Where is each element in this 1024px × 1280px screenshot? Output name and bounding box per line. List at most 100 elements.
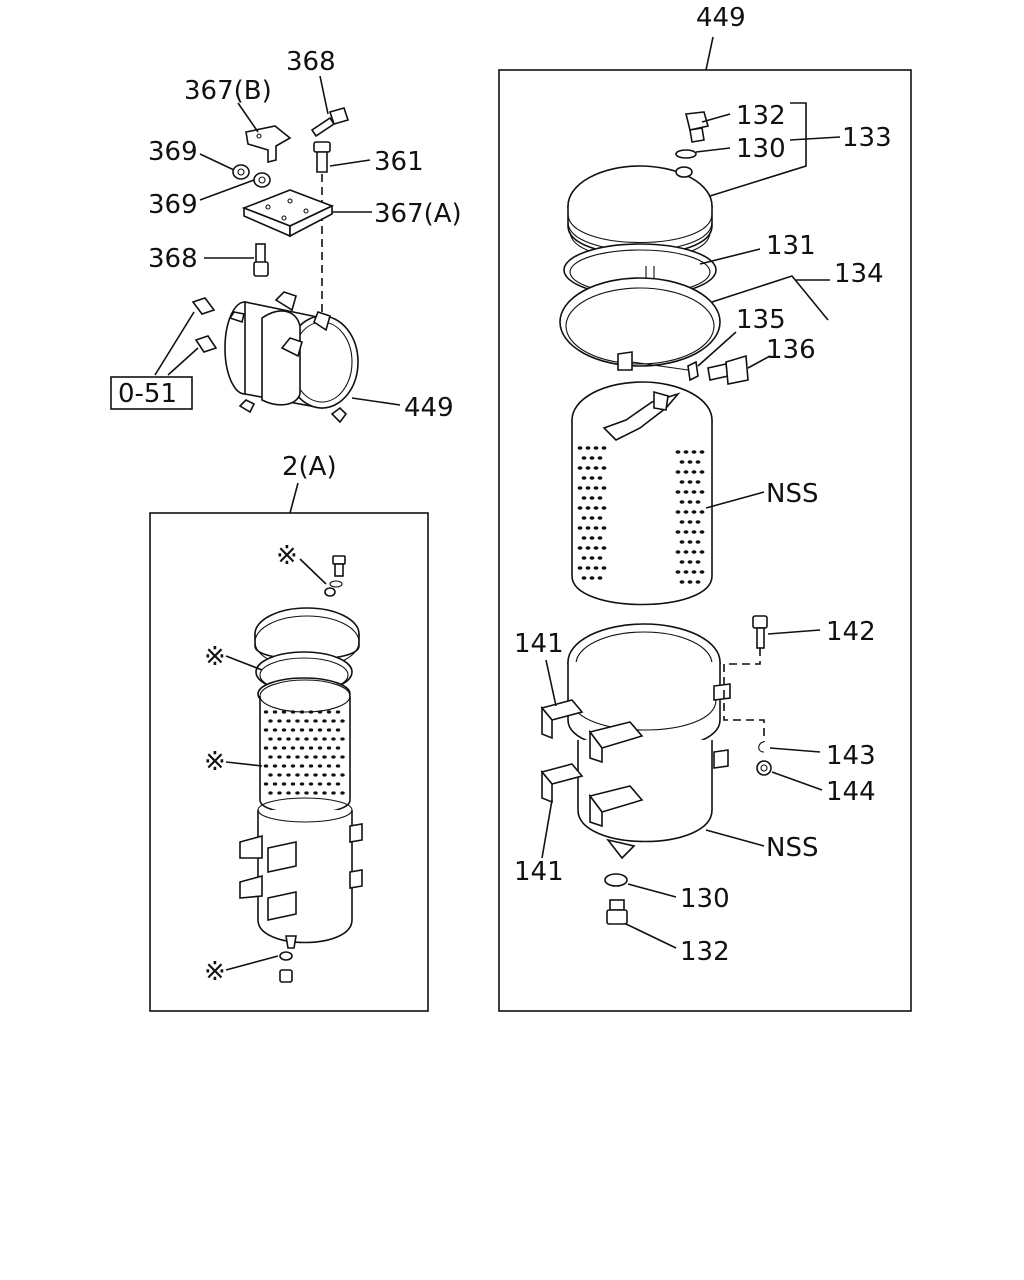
perforation-hole <box>675 530 681 534</box>
perforation-hole <box>281 728 287 732</box>
assembly-449-frame <box>498 69 912 1012</box>
perforation-hole <box>597 476 603 480</box>
perforation-hole <box>683 530 689 534</box>
perforation-hole <box>593 466 599 470</box>
perforation-hole <box>675 490 681 494</box>
perforation-hole <box>286 791 291 795</box>
perforation-hole <box>601 486 607 490</box>
label-130-bottom: 130 <box>680 884 730 914</box>
label-369-a: 369 <box>148 137 198 167</box>
perforation-hole <box>281 782 287 786</box>
perforation-hole <box>601 566 607 570</box>
perforation-hole <box>589 476 595 480</box>
perforation-hole <box>585 446 591 450</box>
perforation-hole <box>585 486 591 490</box>
perforation-hole <box>699 530 705 534</box>
perforation-hole <box>263 782 269 786</box>
perforation-hole <box>313 737 318 741</box>
label-nss-top: NSS <box>766 479 818 509</box>
basket-2a-holes <box>263 710 345 795</box>
perforation-hole <box>683 450 689 454</box>
perforation-hole <box>691 510 697 514</box>
perforation-hole <box>687 500 693 504</box>
perforation-hole <box>313 773 318 777</box>
perforation-hole <box>691 530 697 534</box>
perforation-hole <box>675 510 681 514</box>
perforation-hole <box>691 450 697 454</box>
perforation-hole <box>695 540 701 544</box>
perforation-hole <box>326 746 332 750</box>
perforation-hole <box>295 773 300 777</box>
perforation-hole <box>597 496 603 500</box>
perforation-hole <box>317 728 323 732</box>
perforation-hole <box>679 580 685 584</box>
perforation-hole <box>304 719 309 723</box>
perforation-hole <box>326 782 332 786</box>
perforation-hole <box>277 791 282 795</box>
perforation-hole <box>277 773 282 777</box>
perforation-hole <box>268 791 273 795</box>
perforation-hole <box>585 566 591 570</box>
perforation-hole <box>699 510 705 514</box>
perforation-hole <box>593 506 599 510</box>
perforation-hole <box>335 764 341 768</box>
perforation-hole <box>322 755 327 759</box>
perforation-hole <box>326 710 332 714</box>
perforation-hole <box>675 570 681 574</box>
perforation-hole <box>683 550 689 554</box>
perforation-hole <box>675 450 681 454</box>
perforation-hole <box>695 560 701 564</box>
perforation-hole <box>585 466 591 470</box>
assembly-2a-frame <box>149 512 429 1012</box>
assembly-2a-drawing <box>239 555 363 983</box>
perforation-hole <box>691 570 697 574</box>
label-361: 361 <box>374 147 424 177</box>
perforation-hole <box>322 737 327 741</box>
perforation-hole <box>290 782 296 786</box>
perforation-hole <box>695 520 701 524</box>
basket-449-holes <box>577 446 705 584</box>
perforation-hole <box>272 764 278 768</box>
perforation-hole <box>340 719 345 723</box>
perforation-hole <box>322 719 327 723</box>
perforation-hole <box>687 480 693 484</box>
perforation-hole <box>272 746 278 750</box>
label-132-top: 132 <box>736 101 786 131</box>
perforation-hole <box>290 710 296 714</box>
label-133: 133 <box>842 123 892 153</box>
perforation-hole <box>589 496 595 500</box>
perforation-hole <box>272 710 278 714</box>
perforation-hole <box>295 737 300 741</box>
perforation-hole <box>679 540 685 544</box>
perforation-hole <box>589 556 595 560</box>
perforation-hole <box>290 764 296 768</box>
perforation-hole <box>683 470 689 474</box>
perforation-hole <box>679 560 685 564</box>
perforation-hole <box>691 470 697 474</box>
perforation-hole <box>331 719 336 723</box>
perforation-hole <box>699 570 705 574</box>
perforation-hole <box>597 576 603 580</box>
perforation-hole <box>299 746 305 750</box>
perforation-hole <box>597 556 603 560</box>
perforation-hole <box>691 490 697 494</box>
perforation-hole <box>679 520 685 524</box>
perforation-hole <box>577 466 583 470</box>
label-369-b: 369 <box>148 190 198 220</box>
perforation-hole <box>601 546 607 550</box>
perforation-hole <box>593 526 599 530</box>
perforation-hole <box>308 728 314 732</box>
perforation-hole <box>683 490 689 494</box>
perforation-hole <box>340 773 345 777</box>
perforation-hole <box>263 746 269 750</box>
perforation-hole <box>593 546 599 550</box>
perforation-hole <box>331 755 336 759</box>
perforation-hole <box>695 460 701 464</box>
perforation-hole <box>699 490 705 494</box>
perforation-hole <box>581 496 587 500</box>
perforation-hole <box>683 570 689 574</box>
perforation-hole <box>281 746 287 750</box>
label-asterisk-4: ※ <box>204 957 226 987</box>
perforation-hole <box>308 710 314 714</box>
perforation-hole <box>335 710 341 714</box>
